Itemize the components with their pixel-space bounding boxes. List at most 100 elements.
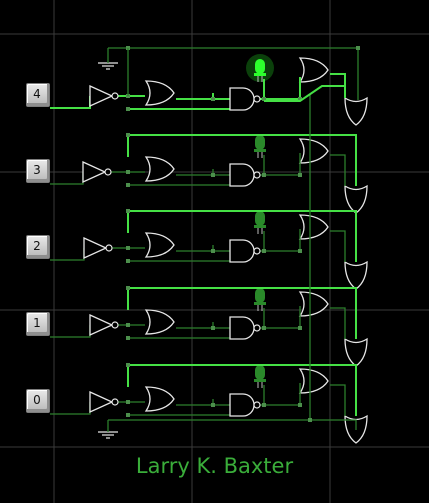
- or-gate-body: [144, 232, 175, 258]
- not-gate-body: [89, 313, 114, 337]
- led-unlit: [254, 365, 266, 388]
- or-gate-body: [298, 291, 329, 317]
- chain-or-gate: [344, 184, 368, 214]
- or-gate: [144, 156, 175, 182]
- or-gate-body: [344, 260, 368, 290]
- wire-node: [126, 259, 130, 263]
- not-gate-body: [83, 236, 108, 260]
- output-wire: [312, 419, 357, 430]
- wire-node: [298, 326, 302, 330]
- led-unlit: [254, 211, 266, 234]
- latch-or-gate: [298, 57, 329, 83]
- wire-node: [211, 403, 215, 407]
- or-gate: [144, 232, 175, 258]
- key-button-3[interactable]: 3: [26, 159, 50, 183]
- wire-node: [126, 400, 130, 404]
- feedback-wire: [290, 229, 301, 252]
- key-button-0[interactable]: 0: [26, 389, 50, 413]
- loop-wire: [127, 287, 357, 339]
- input-wire: [50, 172, 84, 185]
- latch-or-gate: [298, 138, 329, 164]
- wire-node: [298, 97, 302, 101]
- wire-node: [298, 249, 302, 253]
- wire-node: [126, 133, 130, 137]
- loop-wire: [127, 364, 357, 416]
- wire-node: [126, 286, 130, 290]
- not-gate-bubble: [105, 244, 113, 252]
- and-gate-bubble: [253, 95, 261, 103]
- not-gate: [83, 236, 113, 260]
- chain-or-gate: [344, 260, 368, 290]
- or-gate: [144, 80, 175, 106]
- wire-node: [308, 418, 312, 422]
- wire-node: [262, 173, 266, 177]
- wire-node: [356, 46, 360, 50]
- and-gate-bubble: [253, 401, 261, 409]
- not-gate-bubble: [111, 398, 119, 406]
- or-gate-body: [298, 57, 329, 83]
- key-button-2[interactable]: 2: [26, 235, 50, 259]
- or-gate-body: [144, 309, 175, 335]
- wire-node: [126, 183, 130, 187]
- input-wire: [50, 402, 91, 415]
- or-gate-body: [144, 80, 175, 106]
- latch-wire: [330, 73, 346, 98]
- and-gate-body: [229, 393, 255, 417]
- wire-node: [262, 97, 266, 101]
- and-gate-bubble: [253, 247, 261, 255]
- input-wire: [50, 325, 91, 338]
- led-body: [255, 211, 265, 226]
- key-button-1[interactable]: 1: [26, 312, 50, 336]
- latch-wire: [330, 230, 346, 262]
- wire-node: [126, 363, 130, 367]
- wire-node: [211, 249, 215, 253]
- and-gate: [229, 393, 261, 417]
- chain-or-gate: [344, 96, 368, 126]
- input-wire: [50, 248, 85, 261]
- key-label: 1: [33, 316, 41, 330]
- led-lit: [246, 54, 274, 82]
- and-gate-body: [229, 87, 255, 111]
- not-gate-bubble: [111, 321, 119, 329]
- not-gate: [89, 84, 119, 108]
- or-gate-body: [344, 337, 368, 367]
- feedback-wire: [290, 306, 301, 329]
- latch-wire: [330, 307, 346, 339]
- loop-wire: [127, 210, 357, 262]
- led-body: [255, 365, 265, 380]
- wire-node: [298, 403, 302, 407]
- and-gate-body: [229, 163, 255, 187]
- not-gate-body: [82, 160, 107, 184]
- wire-node: [262, 326, 266, 330]
- ground-symbol: [98, 431, 118, 439]
- and-gate: [229, 87, 261, 111]
- wire-node: [126, 209, 130, 213]
- or-gate-body: [144, 386, 175, 412]
- not-gate: [89, 390, 119, 414]
- led-unlit: [254, 288, 266, 311]
- input-wire: [50, 96, 91, 109]
- wire-node: [262, 403, 266, 407]
- key-label: 0: [33, 393, 41, 407]
- wire-node: [126, 246, 130, 250]
- or-gate: [144, 309, 175, 335]
- and-gate: [229, 239, 261, 263]
- or-gate-body: [298, 214, 329, 240]
- or-gate-body: [298, 138, 329, 164]
- key-button-4[interactable]: 4: [26, 83, 50, 107]
- key-label: 3: [33, 163, 41, 177]
- not-gate-bubble: [111, 92, 119, 100]
- wire-node: [211, 326, 215, 330]
- ground-symbol: [98, 62, 118, 70]
- and-gate: [229, 163, 261, 187]
- led-body: [255, 59, 265, 74]
- led-unlit: [254, 135, 266, 158]
- wire-node: [262, 249, 266, 253]
- or-gate-body: [344, 184, 368, 214]
- led-body: [255, 135, 265, 150]
- not-gate: [89, 313, 119, 337]
- feedback-wire: [290, 77, 301, 100]
- feedback-wire: [290, 383, 301, 406]
- latch-or-gate: [298, 291, 329, 317]
- led-base: [254, 73, 266, 76]
